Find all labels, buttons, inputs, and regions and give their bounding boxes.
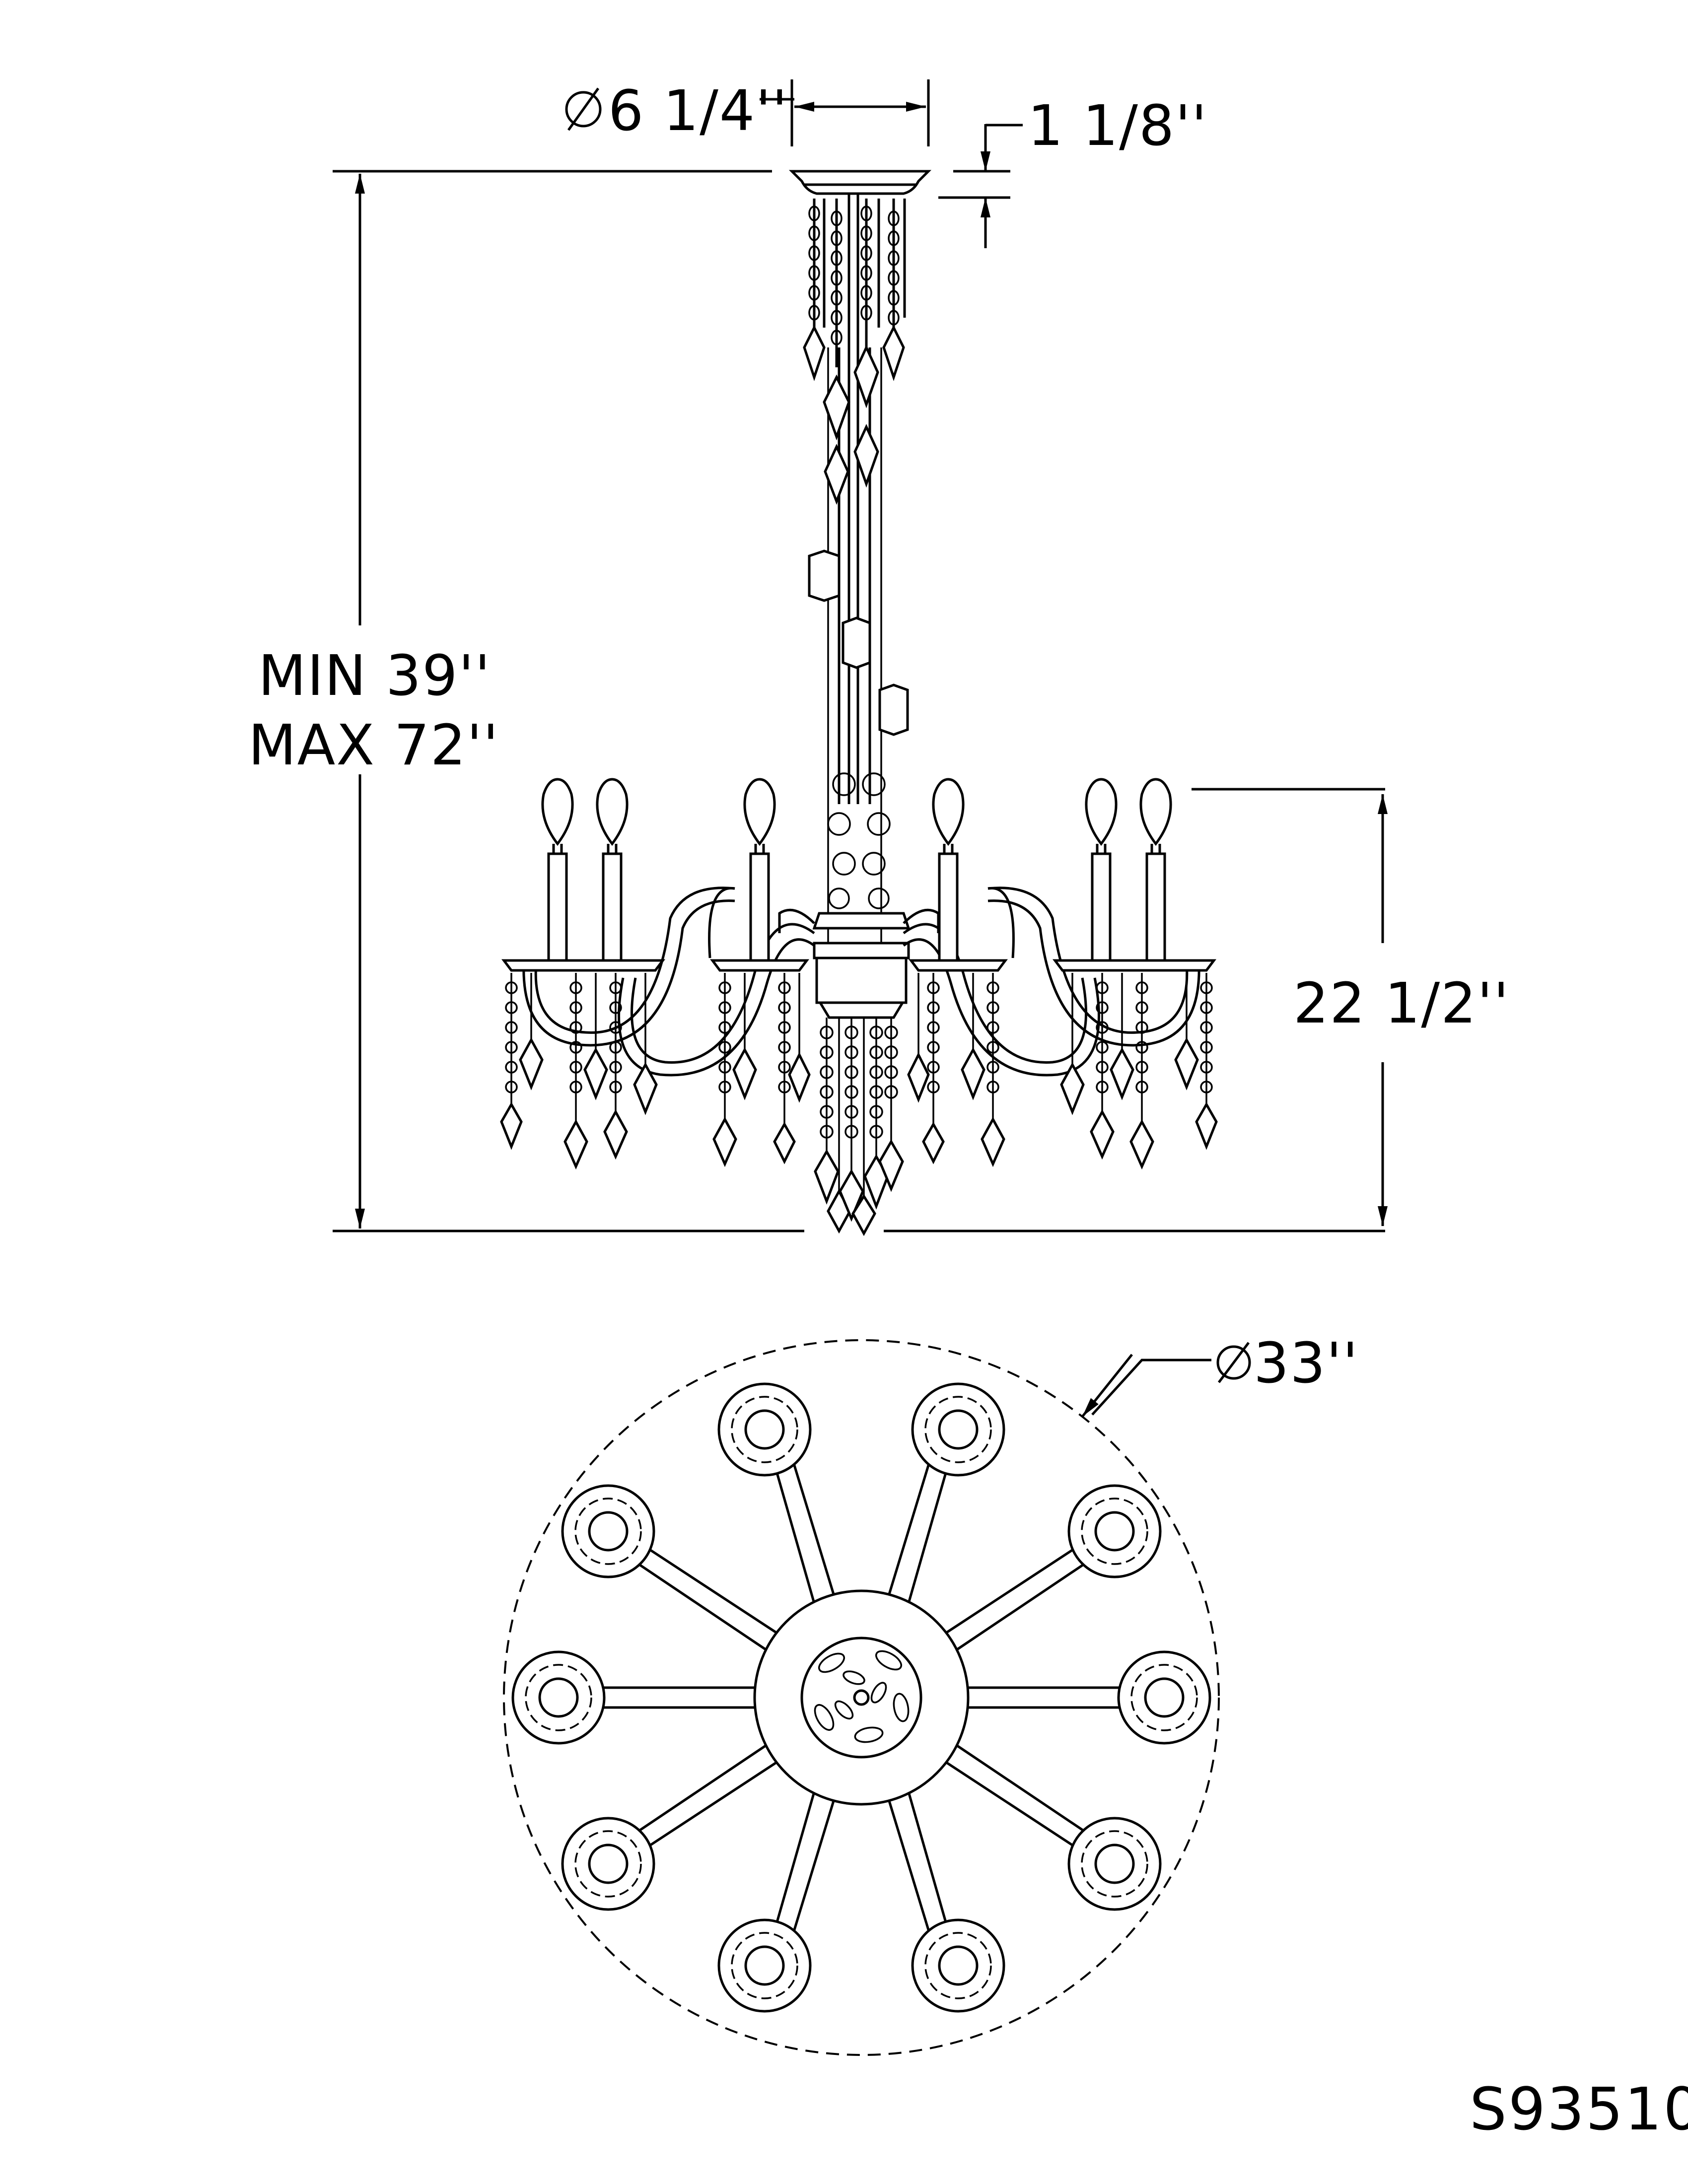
canopy-diameter-dimension: 6 1/4'' [565, 79, 930, 146]
body-height-dimension: 22 1/2'' [1192, 788, 1510, 1226]
plan-view: 33'' [503, 1331, 1359, 2056]
bobeches [501, 959, 1216, 972]
max-height-label: MAX 72'' [248, 713, 499, 778]
light-cup [1067, 1817, 1162, 1911]
light-cup [911, 1918, 1005, 2013]
light-cup [911, 1382, 1005, 1477]
light-cup [561, 1484, 655, 1578]
model-number: S93510 [1470, 2075, 1688, 2143]
central-body [812, 772, 911, 1019]
min-height-label: MIN 39'' [258, 644, 491, 708]
overall-height-dimension: MIN 39'' MAX 72'' [248, 170, 1385, 1232]
canopy-height-label: 1 1/8'' [1028, 94, 1208, 158]
hanging-crystals [500, 973, 1218, 1236]
light-cup [717, 1382, 812, 1477]
candle-lights [541, 778, 1172, 962]
overall-diameter-dimension: 33'' [503, 1331, 1359, 2056]
light-cup [511, 1650, 606, 1745]
light-cup [1067, 1484, 1162, 1578]
light-cup [717, 1918, 812, 2013]
canopy-diameter-label: 6 1/4'' [608, 79, 788, 143]
light-cup [1117, 1650, 1211, 1745]
canopy [788, 170, 932, 195]
body-height-label: 22 1/2'' [1293, 971, 1510, 1036]
rod-crystals [808, 549, 909, 736]
plan-center-hub [753, 1589, 970, 1806]
side-elevation-view: 6 1/4'' 1 1/8'' MIN 39'' MAX 72'' [248, 79, 1510, 1236]
canopy-bead-strands [803, 199, 906, 505]
overall-diameter-label: 33'' [1254, 1331, 1359, 1396]
plan-light-cups [511, 1382, 1211, 2013]
light-cup [561, 1817, 655, 1911]
canopy-height-dimension: 1 1/8'' [938, 94, 1208, 248]
